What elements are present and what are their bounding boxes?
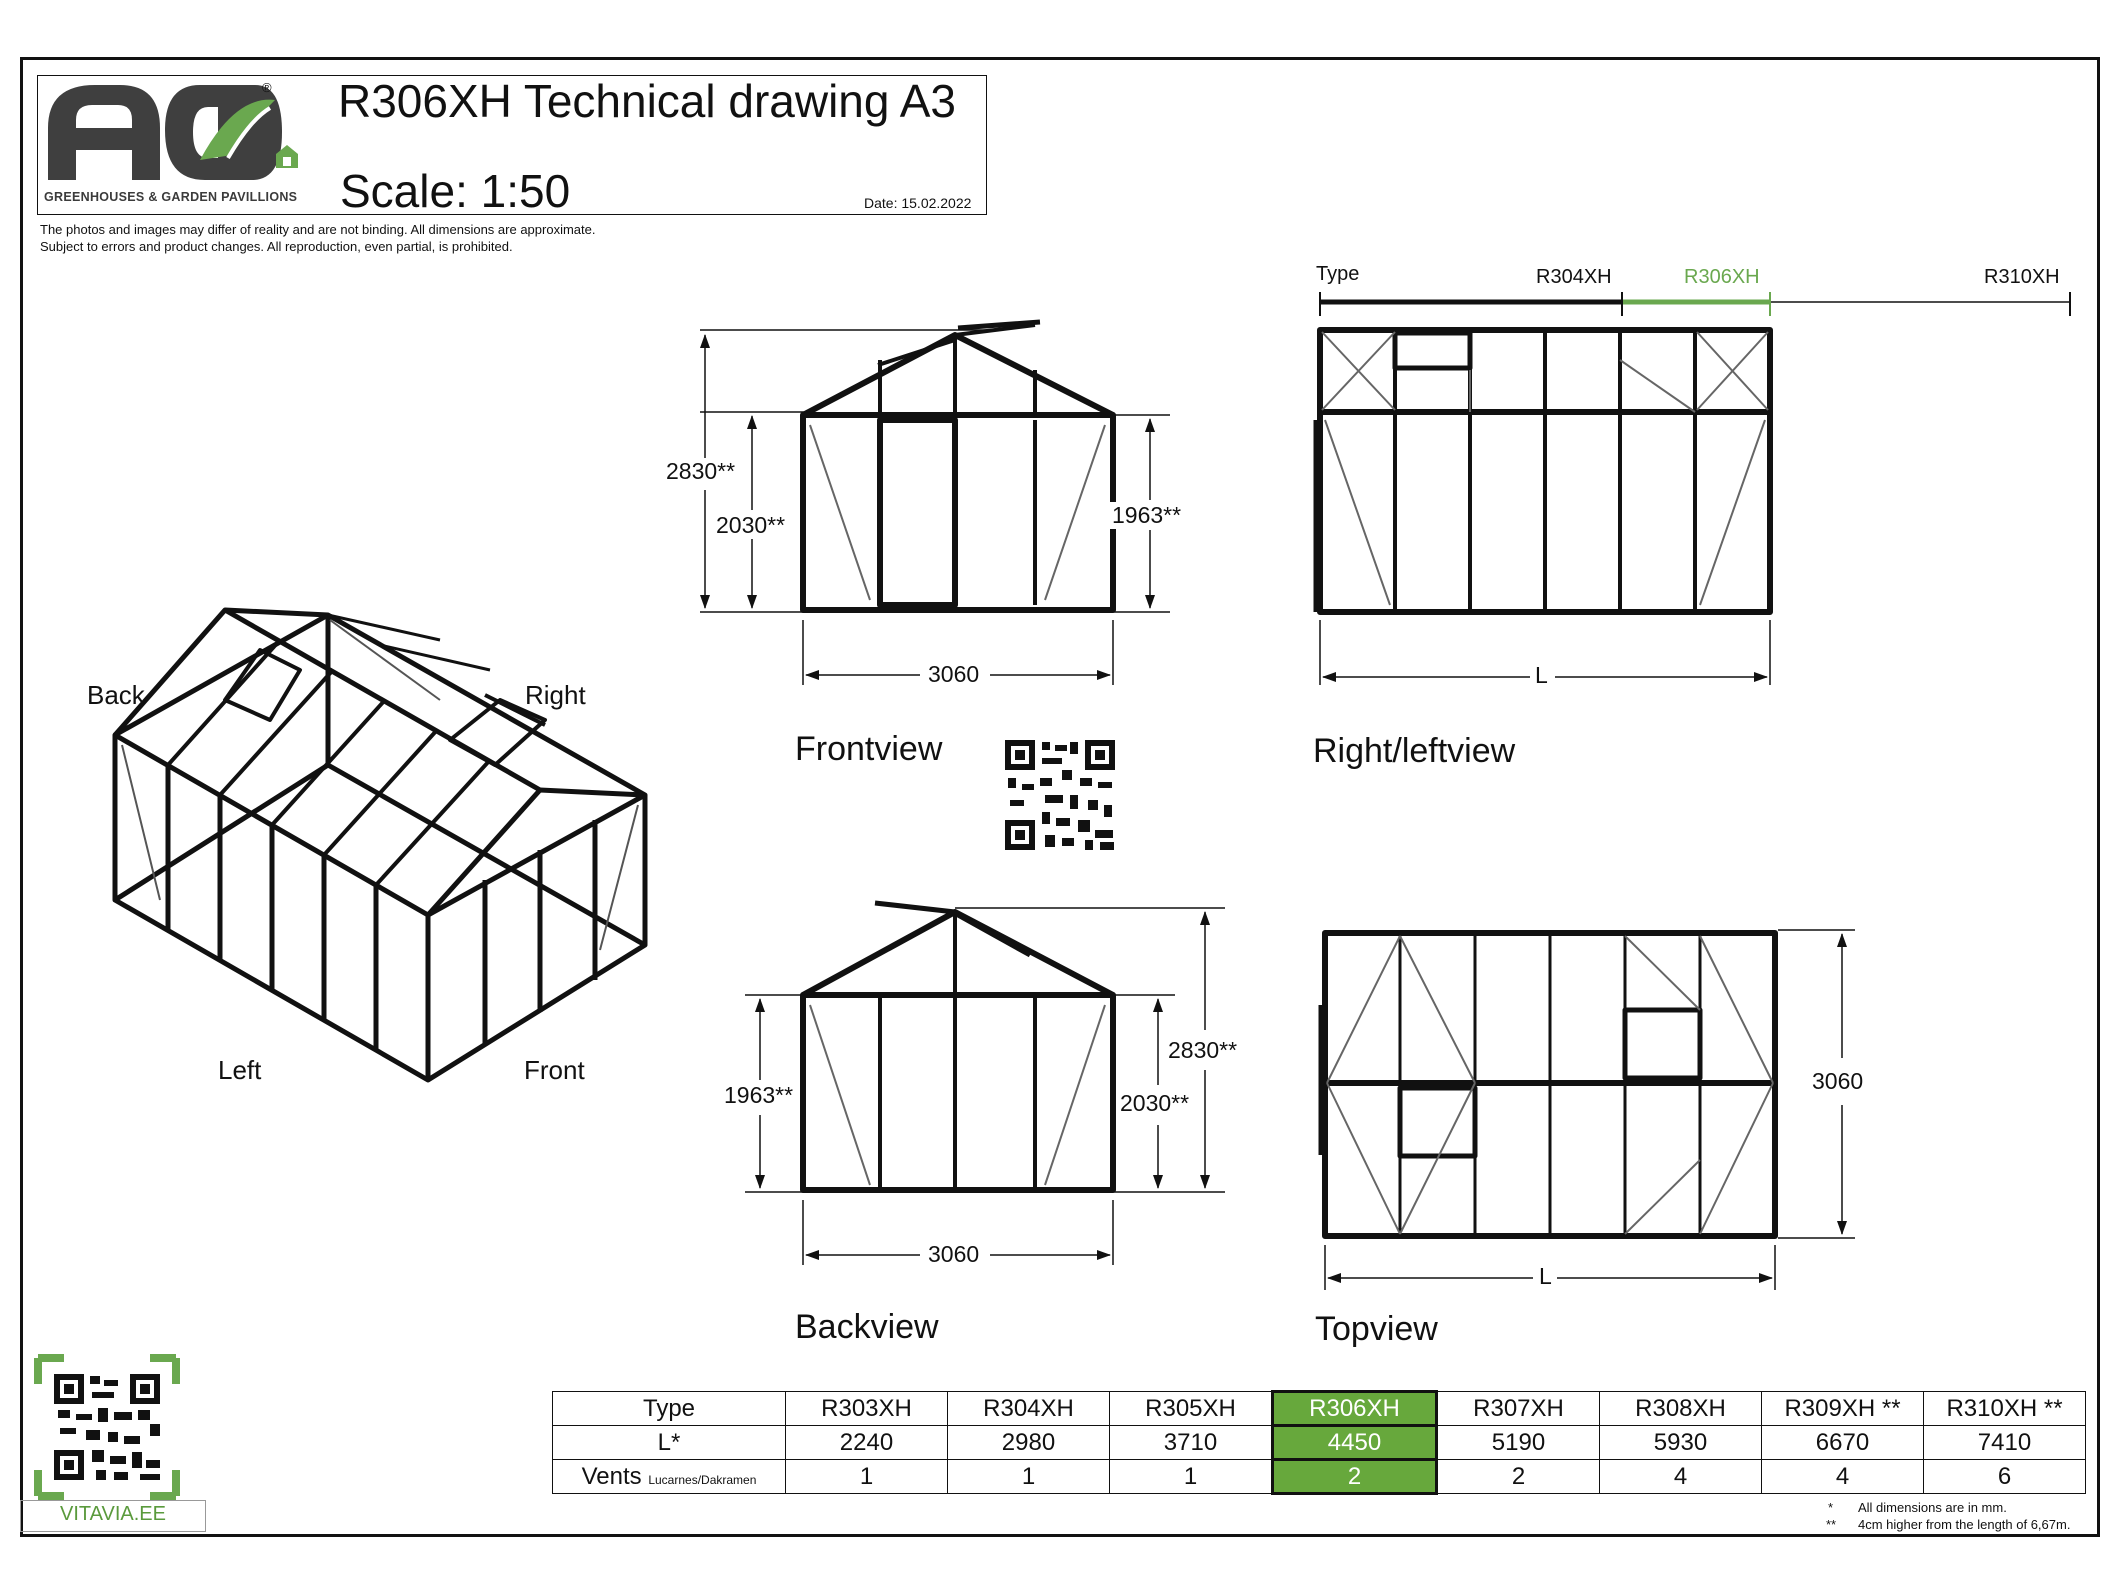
front-view-label: Frontview (795, 730, 943, 768)
type-cell: R305XH (1109, 1391, 1273, 1426)
drawing-title: R306XH Technical drawing A3 (338, 75, 956, 127)
type-cell: R304XH (947, 1391, 1110, 1426)
row-label-vents: Vents Lucarnes/Dakramen (552, 1459, 786, 1494)
vents-cell-highlighted: 2 (1271, 1458, 1438, 1495)
back-dim-total-height: 2830** (1166, 1037, 1240, 1064)
drawing-date: Date: 15.02.2022 (864, 195, 972, 211)
vents-cell: 2 (1436, 1459, 1600, 1494)
vents-cell: 1 (785, 1459, 948, 1494)
spec-table: Type R303XH R304XH R305XH R306XH R307XH … (552, 1390, 2086, 1495)
back-view-dims (745, 907, 1225, 1265)
front-view-dims (700, 329, 1170, 685)
row-label-type: Type (552, 1391, 786, 1426)
top-view-dims (1324, 929, 1855, 1290)
iso-label-back: Back (87, 680, 145, 710)
back-dim-side-height: 1963** (722, 1082, 796, 1109)
back-view-label: Backview (795, 1308, 939, 1346)
title-block (37, 75, 987, 215)
length-cell: 3710 (1109, 1425, 1273, 1460)
length-cell: 7410 (1923, 1425, 2086, 1460)
logo-tagline: GREENHOUSES & GARDEN PAVILLIONS (44, 190, 298, 204)
type-length-scale (1319, 292, 2071, 316)
footnote-mark-1: * (1828, 1500, 1834, 1515)
vitavia-label[interactable]: VITAVIA.EE (60, 1503, 166, 1525)
length-cell: 2980 (947, 1425, 1110, 1460)
vents-cell: 1 (1109, 1459, 1273, 1494)
front-dim-side-height: 1963** (1110, 502, 1184, 529)
side-view-frame (1313, 327, 1773, 615)
top-view-frame (1318, 930, 1778, 1239)
vitavia-box (20, 1500, 206, 1532)
spec-row-vents: Vents Lucarnes/Dakramen 1 1 1 2 2 4 4 6 (552, 1458, 2086, 1495)
length-cell: 5930 (1599, 1425, 1762, 1460)
footnote-1: All dimensions are in mm. (1858, 1500, 2007, 1515)
type-cell: R309XH ** (1761, 1391, 1924, 1426)
registered-mark: ® (262, 80, 272, 95)
drawing-scale: Scale: 1:50 (340, 165, 571, 217)
type-scale-r304: R304XH (1536, 266, 1612, 288)
isometric-view (112, 607, 648, 1083)
side-view-dims (1319, 620, 1771, 685)
length-cell-highlighted: 4450 (1271, 1424, 1438, 1461)
spec-row-type: Type R303XH R304XH R305XH R306XH R307XH … (552, 1390, 2086, 1427)
length-cell: 5190 (1436, 1425, 1600, 1460)
disclaimer-line-1: The photos and images may differ of real… (40, 222, 596, 237)
row-label-length: L* (552, 1425, 786, 1460)
top-dim-width: 3060 (1810, 1068, 1866, 1095)
front-dim-width: 3060 (926, 661, 982, 688)
footnote-mark-2: ** (1826, 1517, 1837, 1532)
iso-label-right: Right (525, 680, 586, 710)
qr-code-vitavia (34, 1354, 180, 1500)
spec-row-length: L* 2240 2980 3710 4450 5190 5930 6670 74… (552, 1424, 2086, 1461)
front-dim-total-height: 2830** (664, 458, 738, 485)
qr-code-center (1005, 740, 1115, 850)
side-dim-length: L (1533, 662, 1550, 689)
length-cell: 2240 (785, 1425, 948, 1460)
length-cell: 6670 (1761, 1425, 1924, 1460)
top-view-label: Topview (1315, 1310, 1438, 1348)
vents-label: Vents (581, 1462, 642, 1490)
iso-label-left: Left (218, 1055, 262, 1085)
back-dim-width: 3060 (926, 1241, 982, 1268)
disclaimer-line-2: Subject to errors and product changes. A… (40, 239, 513, 254)
drawing-frame (20, 57, 2100, 1537)
side-view-label: Right/leftview (1313, 732, 1516, 770)
vents-cell: 1 (947, 1459, 1110, 1494)
type-cell: R308XH (1599, 1391, 1762, 1426)
type-cell-highlighted: R306XH (1271, 1390, 1438, 1427)
type-scale-r310: R310XH (1984, 266, 2060, 288)
type-scale-label: Type (1316, 263, 1360, 285)
vents-sublabel: Lucarnes/Dakramen (648, 1472, 757, 1487)
vents-cell: 4 (1761, 1459, 1924, 1494)
iso-label-front: Front (524, 1055, 585, 1085)
footnote-2: 4cm higher from the length of 6,67m. (1858, 1517, 2071, 1532)
back-dim-door-height: 2030** (1118, 1090, 1192, 1117)
back-view-frame (800, 900, 1116, 1193)
top-dim-length: L (1537, 1263, 1554, 1290)
vents-cell: 4 (1599, 1459, 1762, 1494)
front-dim-door-height: 2030** (714, 512, 788, 539)
front-view-frame (800, 319, 1116, 613)
type-cell: R310XH ** (1923, 1391, 2086, 1426)
type-cell: R307XH (1436, 1391, 1600, 1426)
vents-cell: 6 (1923, 1459, 2086, 1494)
type-scale-r306: R306XH (1684, 266, 1760, 288)
type-cell: R303XH (785, 1391, 948, 1426)
